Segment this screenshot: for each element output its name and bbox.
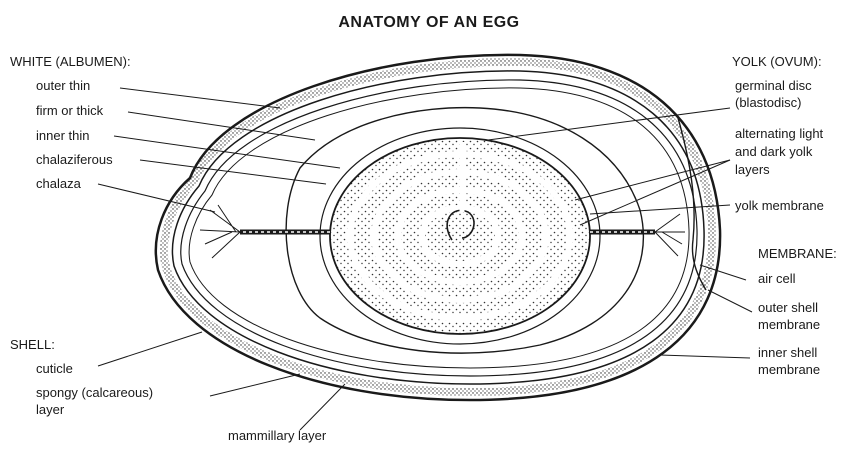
label-germinal-disc-2: (blastodisc) xyxy=(735,95,801,110)
label-yolk-layers-2: and dark yolk xyxy=(735,144,813,159)
shell-header: SHELL: xyxy=(10,337,55,352)
label-inner-shell-membrane-2: membrane xyxy=(758,362,820,377)
label-inner-thin: inner thin xyxy=(36,128,89,143)
label-yolk-layers-1: alternating light xyxy=(735,126,824,141)
membrane-labels: MEMBRANE: air cell outer shell membrane … xyxy=(758,246,837,377)
label-mammillary: mammillary layer xyxy=(228,428,327,443)
label-chalaza: chalaza xyxy=(36,176,82,191)
label-chalaziferous: chalaziferous xyxy=(36,152,113,167)
label-germinal-disc-1: germinal disc xyxy=(735,78,812,93)
label-spongy-2: layer xyxy=(36,402,65,417)
yolk-header: YOLK (OVUM): xyxy=(732,54,822,69)
white-header: WHITE (ALBUMEN): xyxy=(10,54,131,69)
leader-inner-shell-membrane xyxy=(660,355,750,358)
yolk-labels: YOLK (OVUM): germinal disc (blastodisc) … xyxy=(732,54,824,213)
yolk xyxy=(330,138,590,334)
diagram-title: ANATOMY OF AN EGG xyxy=(338,14,519,31)
label-yolk-layers-3: layers xyxy=(735,162,770,177)
membrane-header: MEMBRANE: xyxy=(758,246,837,261)
label-outer-shell-membrane-2: membrane xyxy=(758,317,820,332)
leader-mammillary xyxy=(300,384,345,430)
label-firm-thick: firm or thick xyxy=(36,103,104,118)
leader-outer-thin xyxy=(120,88,280,108)
label-outer-thin: outer thin xyxy=(36,78,90,93)
chalaza-right xyxy=(590,214,685,256)
label-outer-shell-membrane-1: outer shell xyxy=(758,300,818,315)
leader-cuticle xyxy=(98,332,202,366)
leader-germinal-disc xyxy=(488,108,730,140)
label-air-cell: air cell xyxy=(758,271,796,286)
chalaza-left xyxy=(200,205,330,258)
leader-spongy xyxy=(210,374,300,396)
label-yolk-membrane: yolk membrane xyxy=(735,198,824,213)
white-albumen-labels: WHITE (ALBUMEN): outer thin firm or thic… xyxy=(10,54,131,191)
leader-outer-shell-membrane xyxy=(708,290,752,312)
label-spongy-1: spongy (calcareous) xyxy=(36,385,153,400)
label-cuticle: cuticle xyxy=(36,361,73,376)
label-inner-shell-membrane-1: inner shell xyxy=(758,345,817,360)
